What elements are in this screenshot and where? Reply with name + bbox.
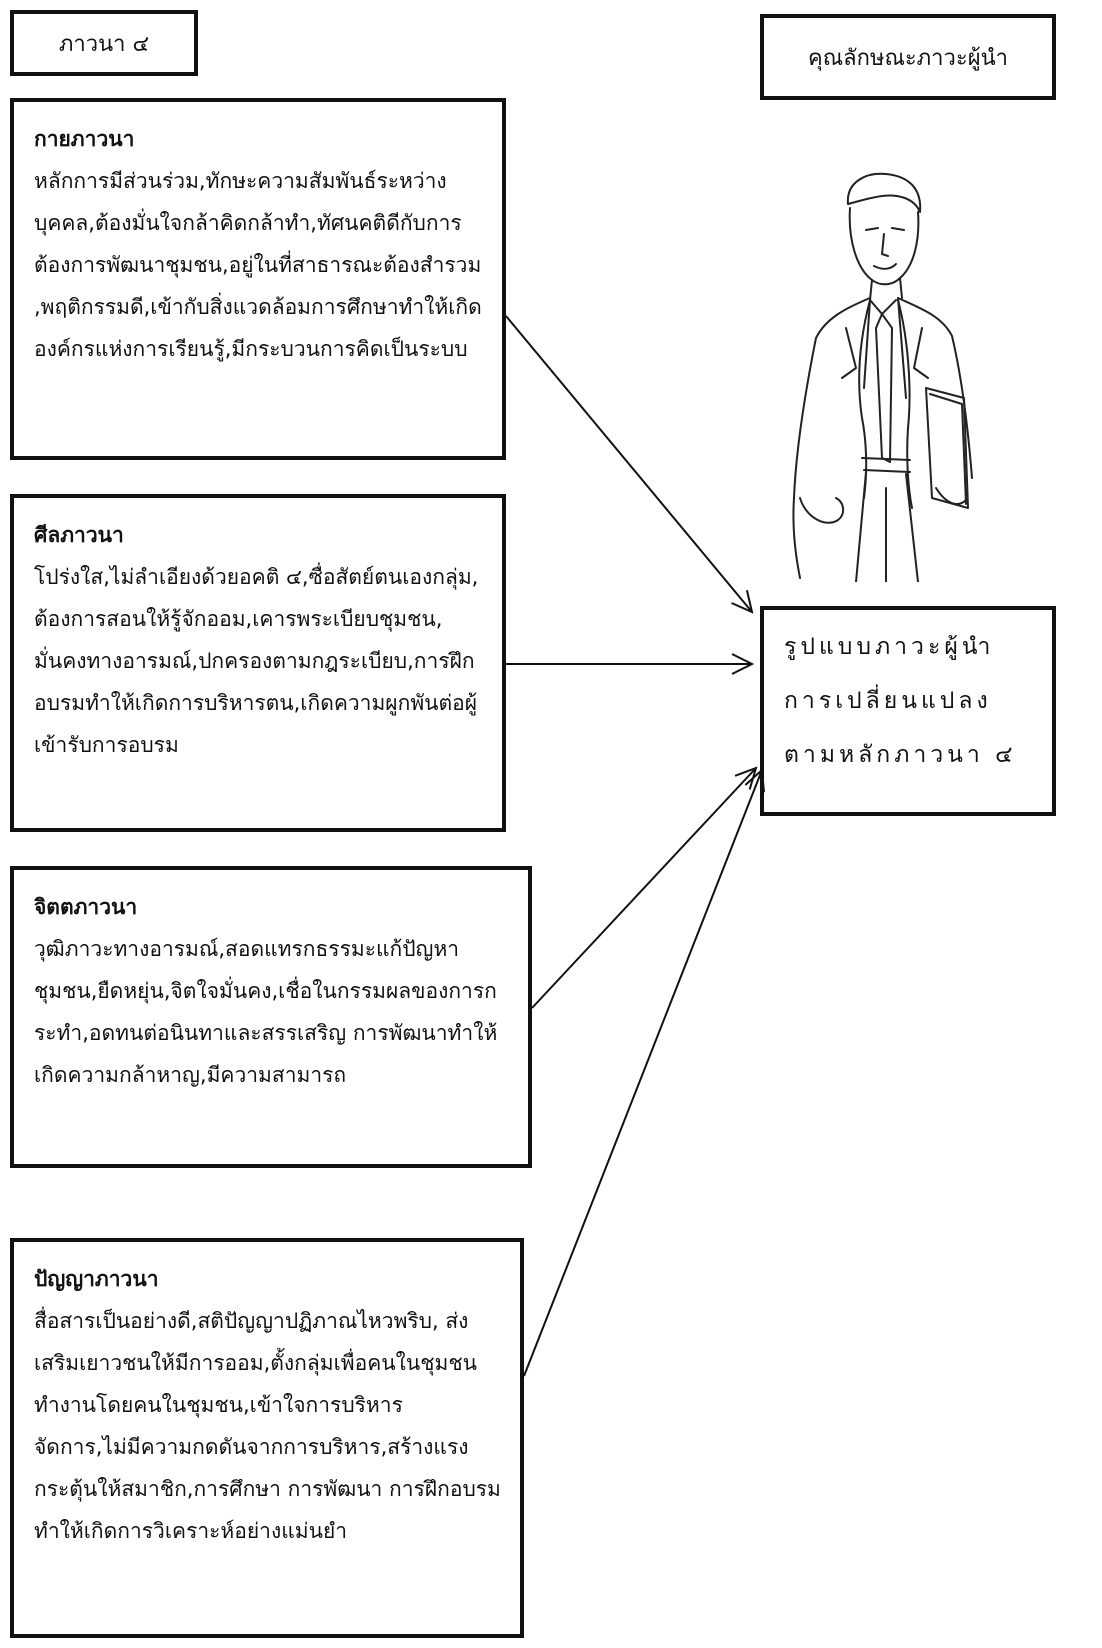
arrow-panna-to-result — [523, 767, 765, 1377]
kaya-bhavana-box: กายภาวนา หลักการมีส่วนร่วม,ทักษะความสัมพ… — [10, 98, 506, 460]
sila-bhavana-title: ศีลภาวนา — [34, 523, 124, 547]
arrow-citta-to-result — [531, 766, 758, 1009]
header-left-box: ภาวนา ๔ — [10, 10, 198, 76]
kaya-bhavana-text: หลักการมีส่วนร่วม,ทักษะความสัมพันธ์ระหว่… — [34, 169, 482, 361]
citta-bhavana-box: จิตตภาวนา วุฒิภาวะทางอารมณ์,สอดแทรกธรรมะ… — [10, 866, 532, 1168]
header-left-label: ภาวนา ๔ — [58, 31, 150, 57]
header-right-box: คุณลักษณะภาวะผู้นำ — [760, 14, 1056, 100]
panna-bhavana-box: ปัญญาภาวนา สื่อสารเป็นอย่างดี,สติปัญญาปฏ… — [10, 1238, 524, 1638]
kaya-bhavana-title: กายภาวนา — [34, 127, 135, 151]
arrow-kaya-to-result — [505, 315, 754, 614]
result-label: รูปแบบภาวะผู้นำการเปลี่ยนแปลงตามหลักภาวน… — [784, 634, 1017, 768]
panna-bhavana-title: ปัญญาภาวนา — [34, 1267, 159, 1291]
businessman-sketch-icon — [792, 172, 973, 582]
sila-bhavana-box: ศีลภาวนา โปร่งใส,ไม่ลำเอียงด้วยอคติ ๔,ซื… — [10, 494, 506, 832]
result-box: รูปแบบภาวะผู้นำการเปลี่ยนแปลงตามหลักภาวน… — [760, 606, 1056, 816]
citta-bhavana-title: จิตตภาวนา — [34, 895, 138, 919]
citta-bhavana-text: วุฒิภาวะทางอารมณ์,สอดแทรกธรรมะแก้ปัญหาชุ… — [34, 937, 498, 1087]
panna-bhavana-text: สื่อสารเป็นอย่างดี,สติปัญญาปฏิภาณไหวพริบ… — [34, 1309, 501, 1543]
header-right-label: คุณลักษณะภาวะผู้นำ — [808, 45, 1008, 71]
sila-bhavana-text: โปร่งใส,ไม่ลำเอียงด้วยอคติ ๔,ซื่อสัตย์ตน… — [34, 565, 479, 757]
